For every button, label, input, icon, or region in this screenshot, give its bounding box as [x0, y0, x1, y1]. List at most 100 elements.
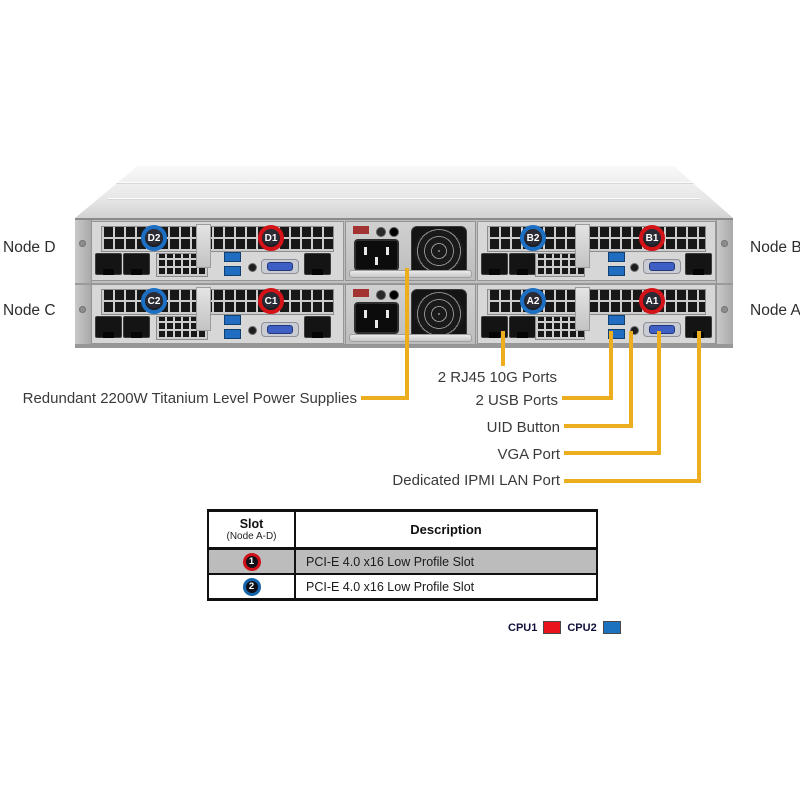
header-slot-subtitle: (Node A-D): [226, 530, 277, 542]
slot-badge-b2: B2: [520, 225, 546, 251]
cpu-color-legend: CPU1 CPU2: [508, 621, 621, 634]
callout-line-uid: [629, 331, 633, 428]
table-header-slot: Slot (Node A-D): [209, 512, 296, 547]
usb-ports: [224, 315, 241, 339]
ipmi-lan-port: [304, 253, 331, 275]
psu-handle: [349, 334, 472, 342]
callout-label-psu: Redundant 2200W Titanium Level Power Sup…: [22, 390, 357, 407]
usb-ports: [224, 252, 241, 276]
rj45-port: [123, 316, 150, 338]
callout-line-psu: [405, 268, 409, 400]
callout-line-usb: [609, 331, 613, 400]
badge-label: D2: [147, 232, 161, 244]
callout-line-vga: [657, 331, 661, 455]
lid-crease: [107, 198, 701, 199]
table-row: 2 PCI-E 4.0 x16 Low Profile Slot: [209, 573, 596, 598]
slot-badge-b1: B1: [639, 225, 665, 251]
vent-grille: [535, 316, 585, 340]
vent-grille: [156, 253, 208, 277]
badge-label: A1: [645, 295, 659, 307]
uid-button: [630, 326, 639, 335]
slot-number: 1: [248, 556, 255, 567]
module-latch: [196, 287, 211, 331]
node-module-c: C2 C1: [91, 284, 344, 344]
slot-description-cell: PCI-E 4.0 x16 Low Profile Slot: [306, 579, 475, 594]
psu-power-inlet: [354, 239, 399, 271]
uid-button: [248, 263, 257, 272]
usb-ports: [608, 252, 625, 276]
node-label-a: Node A: [750, 302, 800, 319]
ipmi-lan-port: [304, 316, 331, 338]
psu-led: [389, 290, 399, 300]
rj45-port: [95, 253, 122, 275]
uid-button: [248, 326, 257, 335]
vent-grille: [101, 289, 334, 315]
uid-button: [630, 263, 639, 272]
callout-line-rj45: [501, 331, 505, 366]
rj45-port: [509, 253, 536, 275]
power-supply-top: [345, 221, 476, 281]
psu-label-sticker: [353, 226, 369, 234]
node-label-d: Node D: [3, 239, 56, 256]
vent-grille: [535, 253, 585, 277]
badge-label: C1: [264, 295, 278, 307]
table-header-row: Slot (Node A-D) Description: [209, 512, 596, 550]
badge-label: B2: [526, 232, 540, 244]
callout-line-usb: [562, 396, 613, 400]
chassis-top-lid: [75, 166, 733, 218]
slot-badge-d2: D2: [141, 225, 167, 251]
cpu1-color-swatch: [543, 621, 562, 634]
slot-number-cell: 1: [209, 550, 296, 573]
node-label-b: Node B: [750, 239, 800, 256]
usb-ports: [608, 315, 625, 339]
slot-description-cell: PCI-E 4.0 x16 Low Profile Slot: [306, 554, 475, 569]
vent-grille: [101, 226, 334, 252]
power-supply-bottom: [345, 284, 476, 345]
callout-line-ipmi: [564, 479, 701, 483]
slot-description-table: Slot (Node A-D) Description 1 PCI-E 4.0 …: [207, 509, 598, 601]
vga-port: [261, 259, 299, 274]
node-module-b: B2 B1: [477, 221, 716, 281]
psu-power-inlet: [354, 302, 399, 334]
psu-handle: [349, 270, 472, 278]
callout-label-ipmi: Dedicated IPMI LAN Port: [392, 472, 560, 489]
slot-number: 2: [248, 581, 255, 592]
node-module-d: D2 D1: [91, 221, 344, 281]
slot-badge-a2: A2: [520, 288, 546, 314]
rj45-port: [95, 316, 122, 338]
callout-label-vga: VGA Port: [497, 446, 560, 463]
psu-fan-grille: [411, 226, 467, 276]
callout-line-uid: [564, 424, 633, 428]
module-latch: [196, 224, 211, 268]
rj45-port: [509, 316, 536, 338]
vga-port: [643, 259, 681, 274]
table-row: 1 PCI-E 4.0 x16 Low Profile Slot: [209, 550, 596, 573]
cpu2-label: CPU2: [567, 621, 597, 634]
callout-label-uid: UID Button: [486, 419, 560, 436]
psu-led: [389, 227, 399, 237]
slot-badge-d1: D1: [258, 225, 284, 251]
cpu2-color-swatch: [602, 621, 621, 634]
badge-label: D1: [264, 232, 278, 244]
table-header-description: Description: [410, 522, 482, 537]
badge-label: B1: [645, 232, 659, 244]
slot-2-badge: 2: [242, 577, 261, 596]
module-latch: [575, 287, 590, 331]
node-module-a: A2 A1: [477, 284, 716, 344]
rj45-port: [481, 253, 508, 275]
chassis-left-rail: [75, 220, 92, 344]
vent-grille: [156, 316, 208, 340]
callout-line-vga: [564, 451, 661, 455]
psu-fan-grille: [411, 289, 467, 339]
callout-label-rj45: 2 RJ45 10G Ports: [437, 369, 557, 386]
ipmi-lan-port: [685, 253, 712, 275]
header-slot-title: Slot: [239, 516, 264, 531]
slot-badge-a1: A1: [639, 288, 665, 314]
psu-led: [376, 290, 386, 300]
callout-line-ipmi: [697, 331, 701, 483]
vga-port: [643, 322, 681, 337]
callout-line-psu: [361, 396, 409, 400]
slot-number-cell: 2: [209, 575, 296, 598]
badge-label: C2: [147, 295, 161, 307]
chassis-right-rail: [716, 220, 733, 344]
